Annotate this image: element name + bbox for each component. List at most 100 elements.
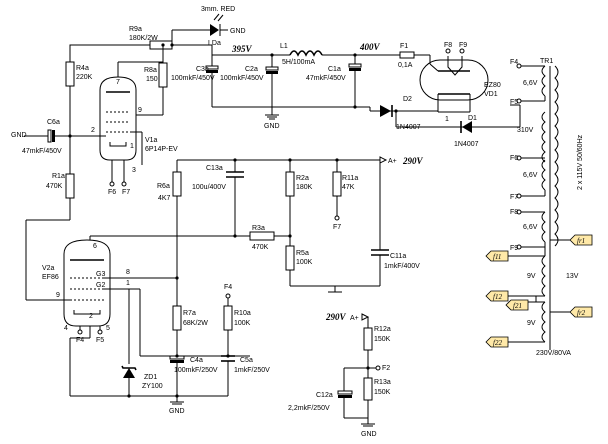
resistor-r13a bbox=[363, 377, 373, 401]
lda-value: 3mm. RED bbox=[201, 6, 235, 13]
resistor-r7a bbox=[172, 305, 182, 331]
d1-pin: 1 bbox=[445, 116, 449, 123]
tr1-coil-66d bbox=[541, 211, 546, 243]
tr1-coil-9a bbox=[541, 255, 546, 297]
tube-v1a bbox=[99, 76, 137, 161]
c11a-ref: C11a bbox=[390, 253, 406, 260]
r12a-value: 150K bbox=[374, 336, 391, 343]
r12a-ref: R12a bbox=[374, 326, 391, 333]
led-lda bbox=[210, 24, 219, 36]
v2a-pin5: 5 bbox=[106, 325, 110, 332]
vd1-pin-f9: F9 bbox=[459, 42, 467, 49]
r13a-ref: R13a bbox=[374, 379, 391, 386]
aplus-arrow-2 bbox=[361, 313, 370, 321]
l1-ref: L1 bbox=[280, 43, 288, 50]
c12a-value: 2,2mkF/250V bbox=[288, 405, 330, 412]
gnd-c2-label: GND bbox=[264, 123, 280, 130]
tag-fr1 bbox=[569, 234, 593, 246]
r5a-ref: R5a bbox=[296, 250, 309, 257]
v2a-value: EF86 bbox=[42, 274, 59, 281]
v1a-value: 6P14P-EV bbox=[145, 146, 178, 153]
tr1-w66d: 6,6V bbox=[523, 224, 538, 231]
tr1-pin-f5: F5 bbox=[510, 99, 518, 106]
r1a-value: 470K bbox=[46, 183, 63, 190]
r9a-value: 180K/2W bbox=[129, 35, 158, 42]
tag-f22 bbox=[485, 336, 509, 348]
tr1-w9b: 9V bbox=[527, 320, 536, 327]
tr1-pin-f8: F8 bbox=[510, 209, 518, 216]
resistor-r11a bbox=[332, 171, 342, 197]
r11a-f7: F7 bbox=[333, 224, 341, 231]
v1a-pin3: 3 bbox=[132, 167, 136, 174]
capacitor-c12a bbox=[338, 395, 352, 398]
tr1-primary-label: 2 x 115V 50/60Hz bbox=[577, 134, 584, 190]
diode-d1 bbox=[462, 121, 472, 133]
v1a-pin7: 7 bbox=[116, 79, 120, 86]
resistor-r8a bbox=[158, 62, 168, 88]
r10a-value: 100K bbox=[234, 320, 251, 327]
c2a-value: 100mkF/450V bbox=[220, 75, 264, 82]
v2a-ref: V2a bbox=[42, 265, 55, 272]
resistor-r3a bbox=[249, 231, 275, 241]
c3a-ref: C3a bbox=[196, 66, 209, 73]
v2a-pin6: 6 bbox=[93, 243, 97, 250]
capacitor-c4a bbox=[170, 360, 184, 363]
v2a-pin9: 9 bbox=[56, 292, 60, 299]
d1-ref: D1 bbox=[468, 115, 477, 122]
v1a-ref: V1a bbox=[145, 137, 158, 144]
tr1-w66c: 6,6V bbox=[523, 172, 538, 179]
v1a-pin2: 2 bbox=[91, 127, 95, 134]
v2a-pin2: 2 bbox=[89, 313, 93, 320]
v1a-f7: F7 bbox=[122, 189, 130, 196]
r13a-value: 150K bbox=[374, 389, 391, 396]
tr1-rating: 230V/80VA bbox=[536, 350, 571, 357]
c4a-ref: C4a bbox=[190, 357, 203, 364]
tag-f12-label: f12 bbox=[493, 293, 502, 301]
tr1-w13: 13V bbox=[566, 273, 579, 280]
tag-f11 bbox=[485, 250, 509, 262]
tag-f12 bbox=[485, 290, 509, 302]
zd1-ref: ZD1 bbox=[144, 374, 157, 381]
tr1-coil-66a bbox=[541, 65, 546, 97]
d1-value: 1N4007 bbox=[454, 141, 479, 148]
r6a-ref: R6a bbox=[157, 183, 170, 190]
tr1-pin-f9: F9 bbox=[510, 245, 518, 252]
c13a-value: 100u/400V bbox=[192, 184, 226, 191]
tag-f21 bbox=[505, 299, 529, 311]
r10a-f4: F4 bbox=[224, 284, 232, 291]
c3a-value: 100mkF/450V bbox=[171, 75, 215, 82]
r4a-ref: R4a bbox=[76, 65, 89, 72]
tr1-w310: 310V bbox=[517, 127, 534, 134]
resistor-r12a bbox=[363, 327, 373, 351]
diode-d2 bbox=[380, 105, 391, 117]
v2a-pin8: 8 bbox=[126, 269, 130, 276]
r11a-ref: R11a bbox=[342, 175, 358, 182]
tag-fr1-label: fr1 bbox=[577, 237, 585, 245]
capacitor-c6a bbox=[52, 130, 55, 142]
d2-ref: D2 bbox=[403, 96, 412, 103]
gnd-br-label: GND bbox=[361, 431, 377, 438]
tag-f21-label: f21 bbox=[513, 302, 522, 310]
l1-value: 5H/100mA bbox=[282, 59, 315, 66]
r4a-value: 220K bbox=[76, 74, 93, 81]
c4a-value: 100mkF/250V bbox=[174, 367, 218, 374]
r5a-value: 100K bbox=[296, 259, 313, 266]
gnd-top-label: GND bbox=[230, 28, 246, 35]
c1a-value: 47mkF/450V bbox=[306, 75, 346, 82]
r8a-ref: R8a bbox=[144, 67, 157, 74]
v1a-pin1: 1 bbox=[130, 143, 134, 150]
resistor-r9a bbox=[149, 40, 173, 50]
c6a-ref: C6a bbox=[47, 119, 60, 126]
r2a-ref: R2a bbox=[296, 175, 309, 182]
v2a-f4: F4 bbox=[76, 337, 84, 344]
vd1-ref: EZ80 bbox=[484, 82, 501, 89]
c11a-value: 1mkF/400V bbox=[384, 263, 420, 270]
v2a-g2: G2 bbox=[96, 282, 105, 289]
c2a-ref: C2a bbox=[245, 66, 258, 73]
fuse-f1 bbox=[399, 51, 415, 59]
r3a-value: 470K bbox=[252, 244, 269, 251]
zd1-value: ZY100 bbox=[142, 383, 163, 390]
zener-zd1 bbox=[123, 368, 135, 378]
